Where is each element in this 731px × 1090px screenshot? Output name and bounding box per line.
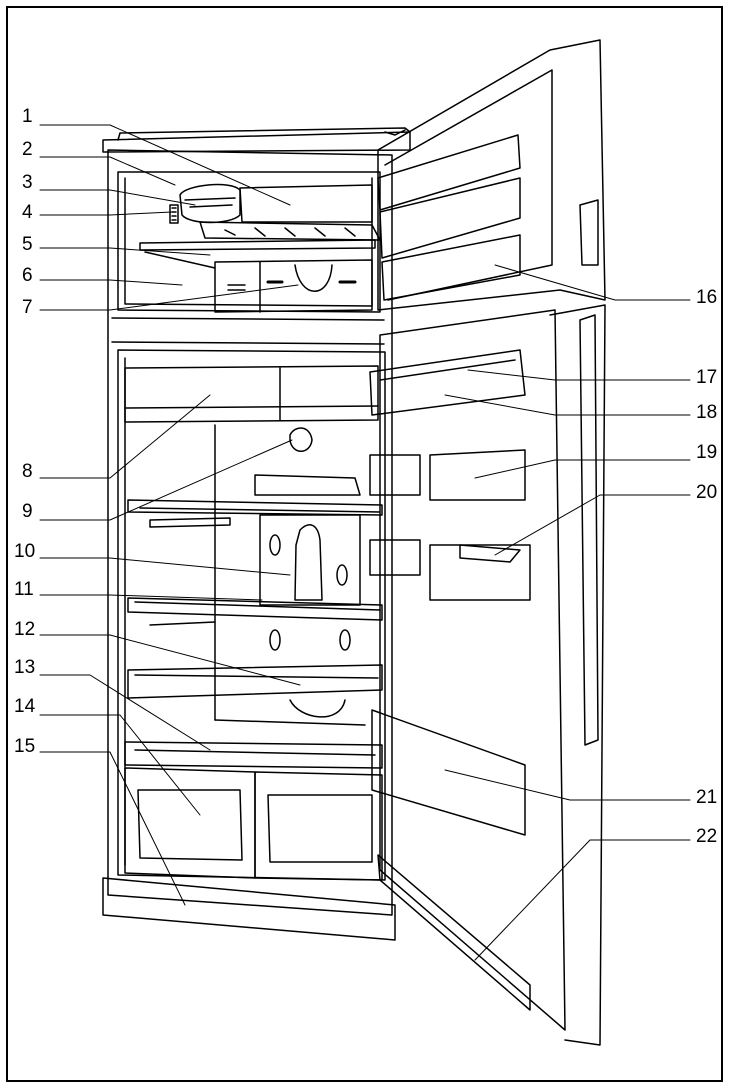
callout-5: 5	[22, 234, 33, 255]
callout-10: 10	[14, 541, 36, 562]
callout-11: 11	[14, 579, 34, 600]
callout-21: 21	[696, 787, 718, 808]
callout-17: 17	[696, 367, 718, 388]
leader-lines-left	[39, 124, 301, 906]
callout-13: 13	[14, 657, 36, 678]
callout-1: 1	[22, 106, 33, 127]
callout-12: 12	[14, 619, 36, 640]
callout-20: 20	[696, 482, 718, 503]
callout-15: 15	[14, 736, 36, 757]
callout-22: 22	[696, 826, 718, 847]
callout-9: 9	[22, 501, 33, 522]
freezer-internals	[139, 183, 381, 313]
callout-7: 7	[22, 297, 33, 318]
callout-14: 14	[14, 696, 36, 717]
freezer-door	[377, 39, 606, 311]
callout-4: 4	[22, 202, 33, 223]
callout-2: 2	[22, 139, 33, 160]
callout-3: 3	[22, 172, 33, 193]
leader-lines-right	[444, 264, 691, 961]
callout-19: 19	[696, 442, 718, 463]
callout-6: 6	[22, 265, 33, 286]
cabinet	[102, 127, 411, 916]
callout-8: 8	[22, 461, 33, 482]
callout-18: 18	[696, 402, 718, 423]
callout-16: 16	[696, 287, 718, 308]
fresh-food-internals	[102, 365, 396, 941]
fresh-food-door	[369, 304, 606, 1046]
figure-frame	[6, 6, 723, 1082]
